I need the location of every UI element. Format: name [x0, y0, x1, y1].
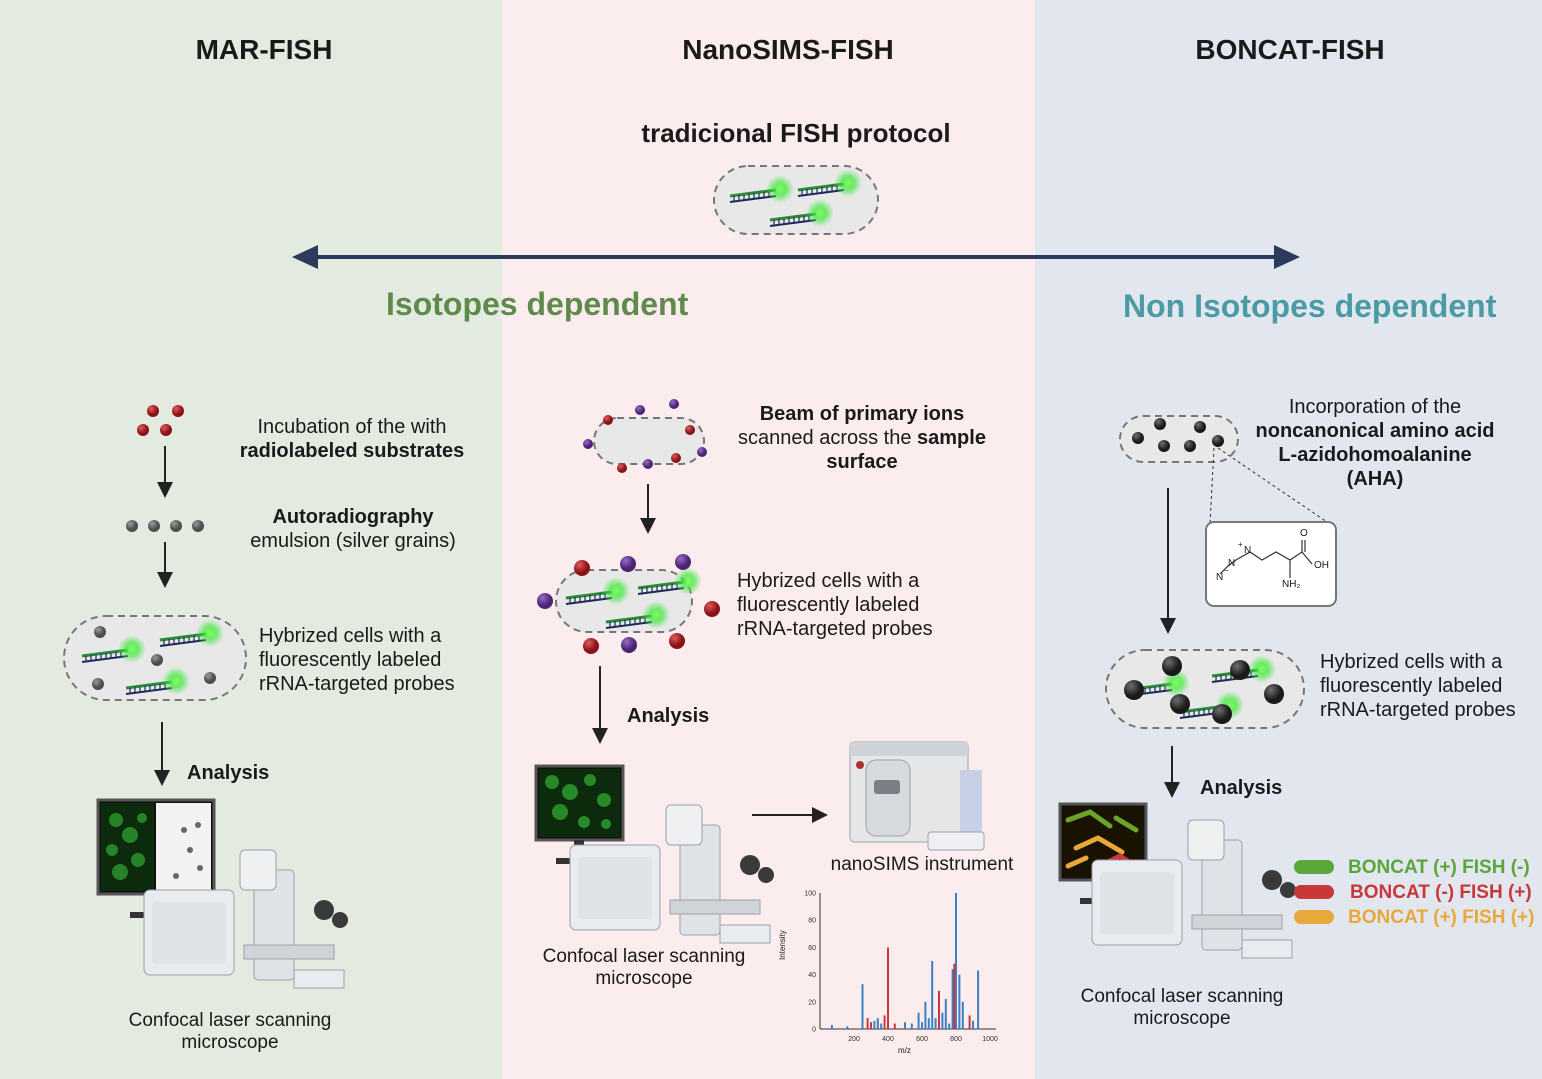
nanosims-instrument-label: nanoSIMS instrument — [830, 854, 1014, 875]
nanosims-step1-text: Beam of primary ions scanned across the … — [738, 403, 986, 473]
mar-step2-text: Autoradiography emulsion (silver grains) — [250, 506, 456, 552]
mar-step3-text: Hybrized cells with a fluorescently labe… — [259, 625, 455, 695]
spectrum-ytick-4: 80 — [808, 918, 816, 925]
spectrum-ytick-3: 60 — [808, 945, 816, 952]
legend-label-1: BONCAT (+) FISH (-) — [1348, 857, 1530, 878]
boncat-confocal-microscope-icon — [1058, 802, 1297, 959]
mar-microscope-caption: Confocal laser scanning microscope — [128, 1010, 332, 1053]
spectrum-ytick-2: 40 — [808, 972, 816, 979]
spectrum-xtick-3: 800 — [950, 1036, 962, 1043]
legend-label-3: BONCAT (+) FISH (+) — [1348, 907, 1535, 928]
molecule-minus: − — [1224, 566, 1229, 575]
nanosims-microscope-caption: Confocal laser scanning microscope — [542, 946, 746, 989]
spectrum-xtick-4: 1000 — [982, 1036, 998, 1043]
boncat-step1-text: Incorporation of the noncanonical amino … — [1255, 396, 1495, 490]
molecule-oh-label: OH — [1314, 560, 1329, 571]
nanosims-analysis-label: Analysis — [627, 705, 710, 727]
molecule-o-label: O — [1300, 528, 1308, 539]
right-arrowhead-icon — [1274, 245, 1300, 269]
silver-grains-icon — [126, 520, 204, 532]
spectrum-xtick-0: 200 — [848, 1036, 860, 1043]
boncat-fish-title: BONCAT-FISH — [1195, 34, 1385, 65]
boncat-hybridized-cell-icon — [1105, 649, 1305, 729]
molecule-azide-n2: N — [1228, 558, 1236, 569]
legend-label-2: BONCAT (-) FISH (+) — [1350, 882, 1532, 903]
mar-hybridized-cell-icon — [63, 615, 247, 701]
molecule-nh2-label: NH₂ — [1282, 579, 1301, 590]
aha-molecule-structure-icon — [1205, 521, 1337, 607]
zoom-line-right — [1217, 447, 1331, 525]
primary-ion-beam-cell-icon — [583, 399, 707, 473]
legend-swatch-2 — [1294, 885, 1334, 899]
nanosims-confocal-microscope-icon — [534, 764, 775, 944]
radiolabeled-substrates-icon — [137, 405, 184, 436]
spectrum-ytick-5: 100 — [804, 891, 816, 898]
mass-spectrum-chart: 0 20 40 60 80 100 200 400 600 800 1000 — [804, 891, 998, 1044]
nanosims-fish-title: NanoSIMS-FISH — [682, 34, 894, 65]
mar-confocal-microscope-icon — [96, 798, 349, 989]
left-arrowhead-icon — [292, 245, 318, 269]
nanosims-instrument-icon — [849, 741, 985, 851]
spectrum-ytick-0: 0 — [812, 1027, 816, 1034]
legend-swatch-1 — [1294, 860, 1334, 874]
aha-incorporation-cell-icon — [1119, 415, 1239, 463]
boncat-step2-text: Hybrized cells with a fluorescently labe… — [1320, 651, 1516, 721]
traditional-fish-cell-icon — [713, 165, 879, 235]
mar-analysis-label: Analysis — [187, 762, 270, 784]
spectrum-xtick-1: 400 — [882, 1036, 894, 1043]
spectrum-xlabel: m/z — [898, 1046, 911, 1055]
nanosims-step2-text: Hybrized cells with a fluorescently labe… — [737, 570, 933, 640]
molecule-azide-n3: N — [1216, 572, 1224, 583]
boncat-microscope-caption: Confocal laser scanning microscope — [1080, 986, 1284, 1029]
spectrum-xtick-2: 600 — [916, 1036, 928, 1043]
nanosims-hybridized-cell-icon — [537, 554, 720, 654]
zoom-line-left — [1209, 447, 1215, 525]
spectrum-ytick-1: 20 — [808, 999, 816, 1006]
mar-fish-panel — [0, 0, 502, 1079]
protocol-label: tradicional FISH protocol — [641, 118, 951, 148]
mar-step1-text: Incubation of the with radiolabeled subs… — [239, 416, 465, 462]
legend-swatch-3 — [1294, 910, 1334, 924]
mar-fish-title: MAR-FISH — [195, 34, 333, 65]
non-isotopes-dependent-label: Non Isotopes dependent — [1123, 288, 1497, 324]
boncat-analysis-label: Analysis — [1200, 777, 1283, 799]
molecule-plus: + — [1238, 540, 1243, 549]
isotopes-dependent-label: Isotopes dependent — [386, 286, 689, 322]
molecule-azide-n1: N — [1244, 545, 1252, 556]
spectrum-ylabel: Intensity — [778, 930, 787, 960]
